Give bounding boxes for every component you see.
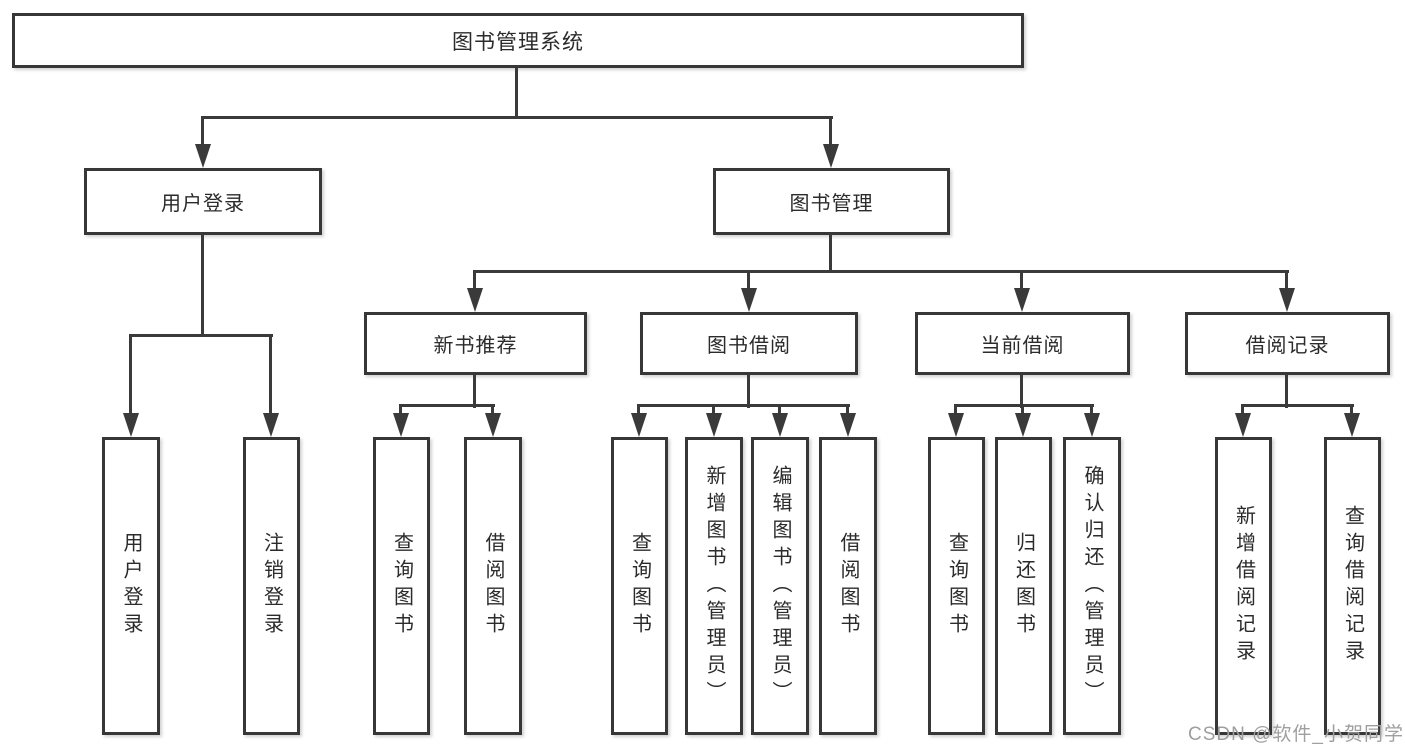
leaf-cb-confirm-return-label: 确认归还（管理员） [1081, 464, 1103, 708]
node-book-borrow-label: 图书借阅 [707, 335, 791, 357]
connector-level2-stem [1020, 272, 1023, 292]
node-book-borrow: 图书借阅 [640, 312, 858, 375]
csdn-watermark: CSDN @软件_小贺同学 [1188, 724, 1404, 745]
connector-root-bar [201, 116, 833, 119]
leaf-br-query-record: 查询借阅记录 [1324, 437, 1381, 735]
connector-user-login-stem [201, 118, 204, 148]
leaf-br-add-record-label: 新增借阅记录 [1232, 505, 1255, 667]
connector-user-login-down [201, 235, 204, 337]
connector-level2-bar [473, 270, 1289, 273]
arrow-down-icon [1235, 413, 1251, 437]
leaf-bb-add-books-label: 新增图书（管理员） [703, 464, 725, 708]
leaf-logout-login: 注销登录 [243, 437, 300, 735]
leaf-bb-add-books: 新增图书（管理员） [685, 437, 743, 735]
arrow-down-icon [485, 413, 501, 437]
node-borrow-record-label: 借阅记录 [1245, 335, 1330, 357]
leaf-bb-edit-books-label: 编辑图书（管理员） [769, 464, 791, 708]
node-root-label: 图书管理系统 [452, 30, 584, 54]
arrow-down-icon [631, 413, 647, 437]
leaf-nbr-borrow-books-label: 借阅图书 [482, 532, 504, 640]
arrow-down-icon [840, 413, 856, 437]
leaf-br-add-record: 新增借阅记录 [1215, 437, 1272, 735]
arrow-down-icon [772, 413, 788, 437]
leaf-br-query-record-label: 查询借阅记录 [1341, 505, 1364, 667]
leaf-bb-query-books-label: 查询图书 [628, 532, 651, 640]
leaf-cb-confirm-return: 确认归还（管理员） [1063, 437, 1121, 735]
node-user-login: 用户登录 [84, 168, 322, 235]
leaf-bb-query-books: 查询图书 [611, 437, 668, 735]
arrow-down-icon [823, 144, 839, 168]
arrow-down-icon [263, 413, 279, 437]
node-user-login-label: 用户登录 [161, 193, 245, 215]
leaf-bb-borrow-books-label: 借阅图书 [837, 532, 859, 640]
connector-level2-stem [747, 272, 750, 292]
leaf-nbr-query-books: 查询图书 [373, 437, 430, 735]
connector-root-stem [515, 68, 518, 118]
connector-nbr-down [473, 375, 476, 408]
node-current-borrow: 当前借阅 [915, 312, 1130, 375]
leaf-user-login: 用户登录 [102, 437, 160, 735]
arrow-down-icon [948, 413, 964, 437]
connector-cb-bar [954, 404, 1094, 407]
node-new-book-recommend: 新书推荐 [364, 312, 587, 375]
arrow-down-icon [1014, 288, 1030, 312]
connector-br-bar [1241, 404, 1354, 407]
connector-leaf-stem [129, 336, 132, 418]
arrow-down-icon [393, 413, 409, 437]
node-borrow-record: 借阅记录 [1185, 312, 1390, 375]
arrow-down-icon [467, 288, 483, 312]
leaf-cb-return-books-label: 归还图书 [1012, 532, 1035, 640]
connector-nbr-bar [399, 404, 495, 407]
connector-bb-down [747, 375, 750, 408]
leaf-bb-borrow-books: 借阅图书 [819, 437, 877, 735]
leaf-user-login-label: 用户登录 [120, 532, 142, 640]
arrow-down-icon [1344, 413, 1360, 437]
leaf-cb-return-books: 归还图书 [995, 437, 1052, 735]
connector-user-login-bar [129, 334, 273, 337]
leaf-cb-query-books-label: 查询图书 [945, 532, 968, 640]
connector-leaf-stem [269, 336, 272, 418]
connector-cb-down [1020, 375, 1023, 408]
leaf-bb-edit-books: 编辑图书（管理员） [751, 437, 809, 735]
node-book-management-label: 图书管理 [789, 193, 874, 215]
connector-level2-stem [473, 272, 476, 292]
node-book-management: 图书管理 [713, 168, 950, 235]
leaf-nbr-query-books-label: 查询图书 [390, 532, 413, 640]
arrow-down-icon [1015, 413, 1031, 437]
arrow-down-icon [741, 288, 757, 312]
leaf-logout-login-label: 注销登录 [260, 532, 283, 640]
arrow-down-icon [195, 144, 211, 168]
arrow-down-icon [706, 413, 722, 437]
node-new-book-recommend-label: 新书推荐 [433, 335, 518, 357]
connector-level2-stem [1285, 272, 1288, 292]
node-root: 图书管理系统 [12, 13, 1024, 68]
leaf-nbr-borrow-books: 借阅图书 [464, 437, 522, 735]
connector-bb-bar [637, 404, 850, 407]
arrow-down-icon [1084, 413, 1100, 437]
connector-br-down [1285, 375, 1288, 408]
node-current-borrow-label: 当前借阅 [980, 335, 1065, 357]
arrow-down-icon [1279, 288, 1295, 312]
arrow-down-icon [123, 413, 139, 437]
connector-book-management-stem [829, 118, 832, 148]
leaf-cb-query-books: 查询图书 [928, 437, 985, 735]
connector-book-management-down [829, 235, 832, 273]
